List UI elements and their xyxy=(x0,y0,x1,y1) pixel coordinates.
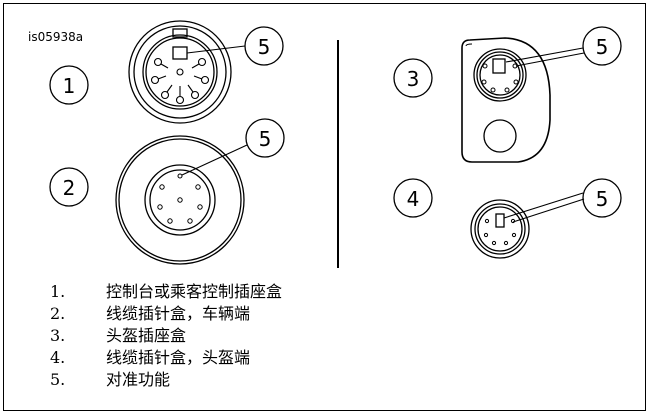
legend-number: 2. xyxy=(50,304,66,323)
legend-list: 1. 控制台或乘客控制插座盒 2. 线缆插针盒，车辆端 3. 头盔插座盒 4. 线缆插针… xyxy=(50,281,282,391)
legend-number: 5. xyxy=(50,370,66,389)
legend-number: 1. xyxy=(50,282,66,301)
callout-3 xyxy=(393,58,433,98)
legend-item: 4. 线缆插针盒，头盔端 xyxy=(50,347,282,369)
callout-3-number: 3 xyxy=(407,67,420,91)
leader-5d-2 xyxy=(512,198,585,223)
legend-text: 线缆插针盒，头盔端 xyxy=(106,348,251,367)
callout-5a-number: 5 xyxy=(258,35,271,59)
legend-item: 1. 控制台或乘客控制插座盒 xyxy=(50,281,282,303)
legend-text: 对准功能 xyxy=(106,370,171,389)
legend-item: 5. 对准功能 xyxy=(50,369,282,391)
leader-5b xyxy=(181,144,248,176)
console-socket-connector xyxy=(128,20,232,124)
figure-id: is05938a xyxy=(28,30,84,44)
callout-5c xyxy=(582,26,622,66)
callout-2-number: 2 xyxy=(63,176,76,200)
callout-5d-number: 5 xyxy=(596,187,609,211)
callout-4 xyxy=(393,178,433,218)
callout-4-number: 4 xyxy=(407,187,420,211)
callout-5c-number: 5 xyxy=(596,35,609,59)
legend-item: 2. 线缆插针盒，车辆端 xyxy=(50,303,282,325)
legend-text: 头盔插座盒 xyxy=(106,326,187,345)
alignment-key xyxy=(172,46,188,60)
callout-1 xyxy=(49,65,89,105)
callout-2 xyxy=(49,167,89,207)
legend-number: 3. xyxy=(50,326,66,345)
leader-5c-1 xyxy=(505,47,584,63)
leader-5d-1 xyxy=(503,192,584,219)
callout-5b xyxy=(245,118,285,158)
helmet-socket-box xyxy=(461,37,551,163)
helmet-end-pin-connector xyxy=(470,199,530,259)
callout-5d xyxy=(582,178,622,218)
callout-5b-number: 5 xyxy=(259,127,272,151)
leader-5c-2 xyxy=(515,52,585,67)
vehicle-end-pin-connector xyxy=(115,135,245,265)
leader-5a xyxy=(186,45,246,54)
legend-item: 3. 头盔插座盒 xyxy=(50,325,282,347)
legend-text: 控制台或乘客控制插座盒 xyxy=(106,282,283,301)
legend-number: 4. xyxy=(50,348,66,367)
legend-text: 线缆插针盒，车辆端 xyxy=(106,304,251,323)
callout-1-number: 1 xyxy=(63,74,76,98)
